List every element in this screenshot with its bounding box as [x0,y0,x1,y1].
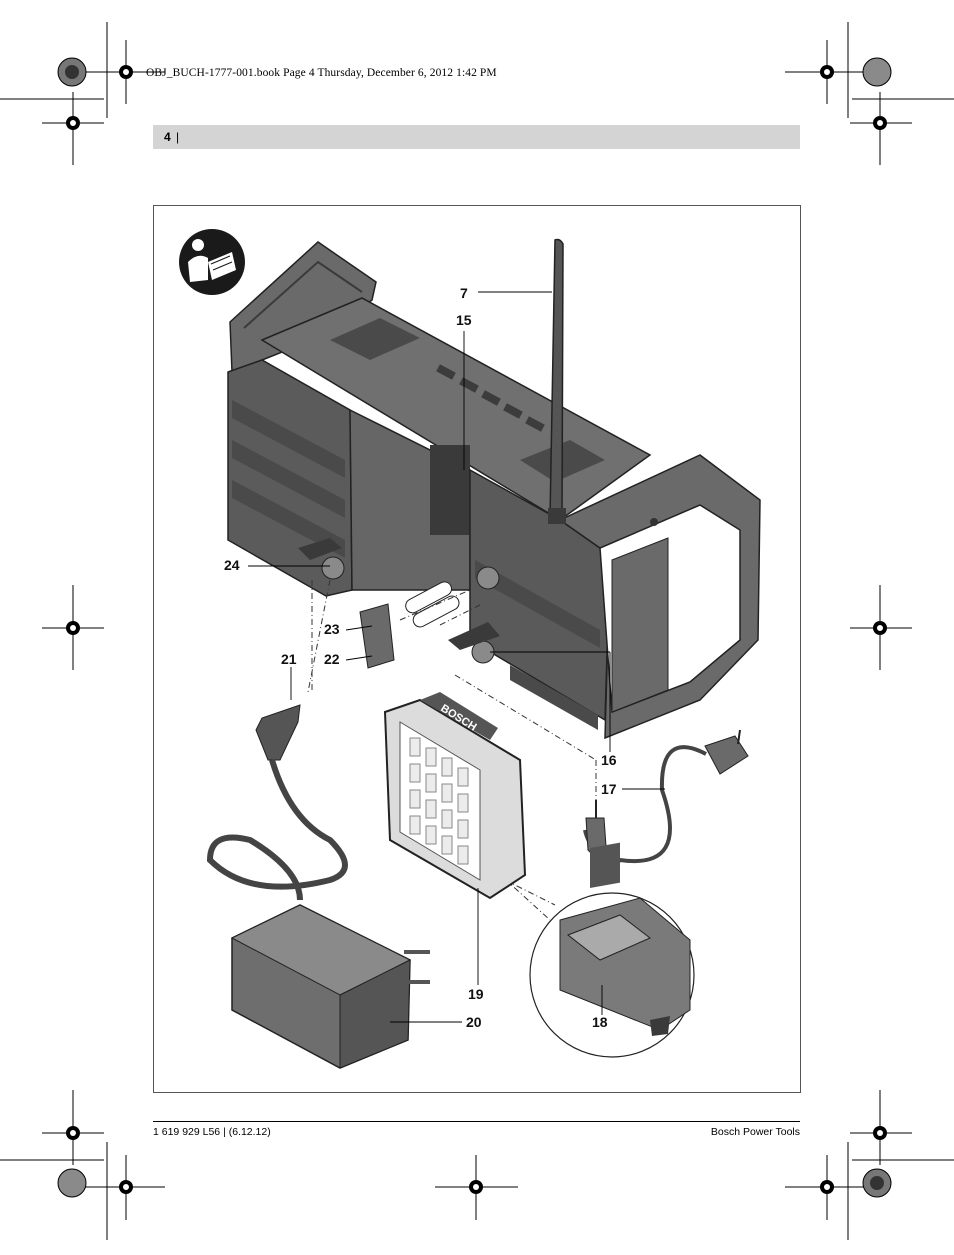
callout-17: 17 [601,781,617,797]
color-wheel-marks [57,57,892,1198]
callout-21: 21 [281,651,297,667]
page-number: 4 [164,130,171,144]
page-number-separator: | [176,130,180,144]
detail-circle [529,842,695,1058]
callout-15: 15 [456,312,472,328]
callout-18: 18 [592,1014,608,1030]
antenna [548,238,566,524]
footer-brand: Bosch Power Tools [710,1126,800,1138]
callout-7: 7 [460,285,468,301]
callout-24: 24 [224,557,240,573]
power-supply [206,704,430,1069]
batteries [359,581,460,669]
callout-22: 22 [324,651,340,667]
footer-document-code: 1 619 929 L56 | (6.12.12) [153,1126,271,1138]
callout-19: 19 [468,986,484,1002]
battery-pack [383,692,527,900]
read-manual-icon [179,229,245,295]
print-header: OBJ_BUCH-1777-001.book Page 4 Thursday, … [146,67,497,79]
footer-rule [153,1121,800,1122]
radio-body [227,241,761,740]
page-header-band: 4 | [153,125,800,149]
assembly-guide-lines [307,579,597,921]
callout-labels: 7 15 24 23 21 22 16 17 19 20 18 [224,285,617,1030]
figure-frame [153,205,801,1093]
callout-leader-lines [248,291,665,1023]
registration-target-marks [66,65,887,1194]
registration-marks [0,22,954,1240]
callout-23: 23 [324,621,340,637]
callout-16: 16 [601,752,617,768]
callout-20: 20 [466,1014,482,1030]
